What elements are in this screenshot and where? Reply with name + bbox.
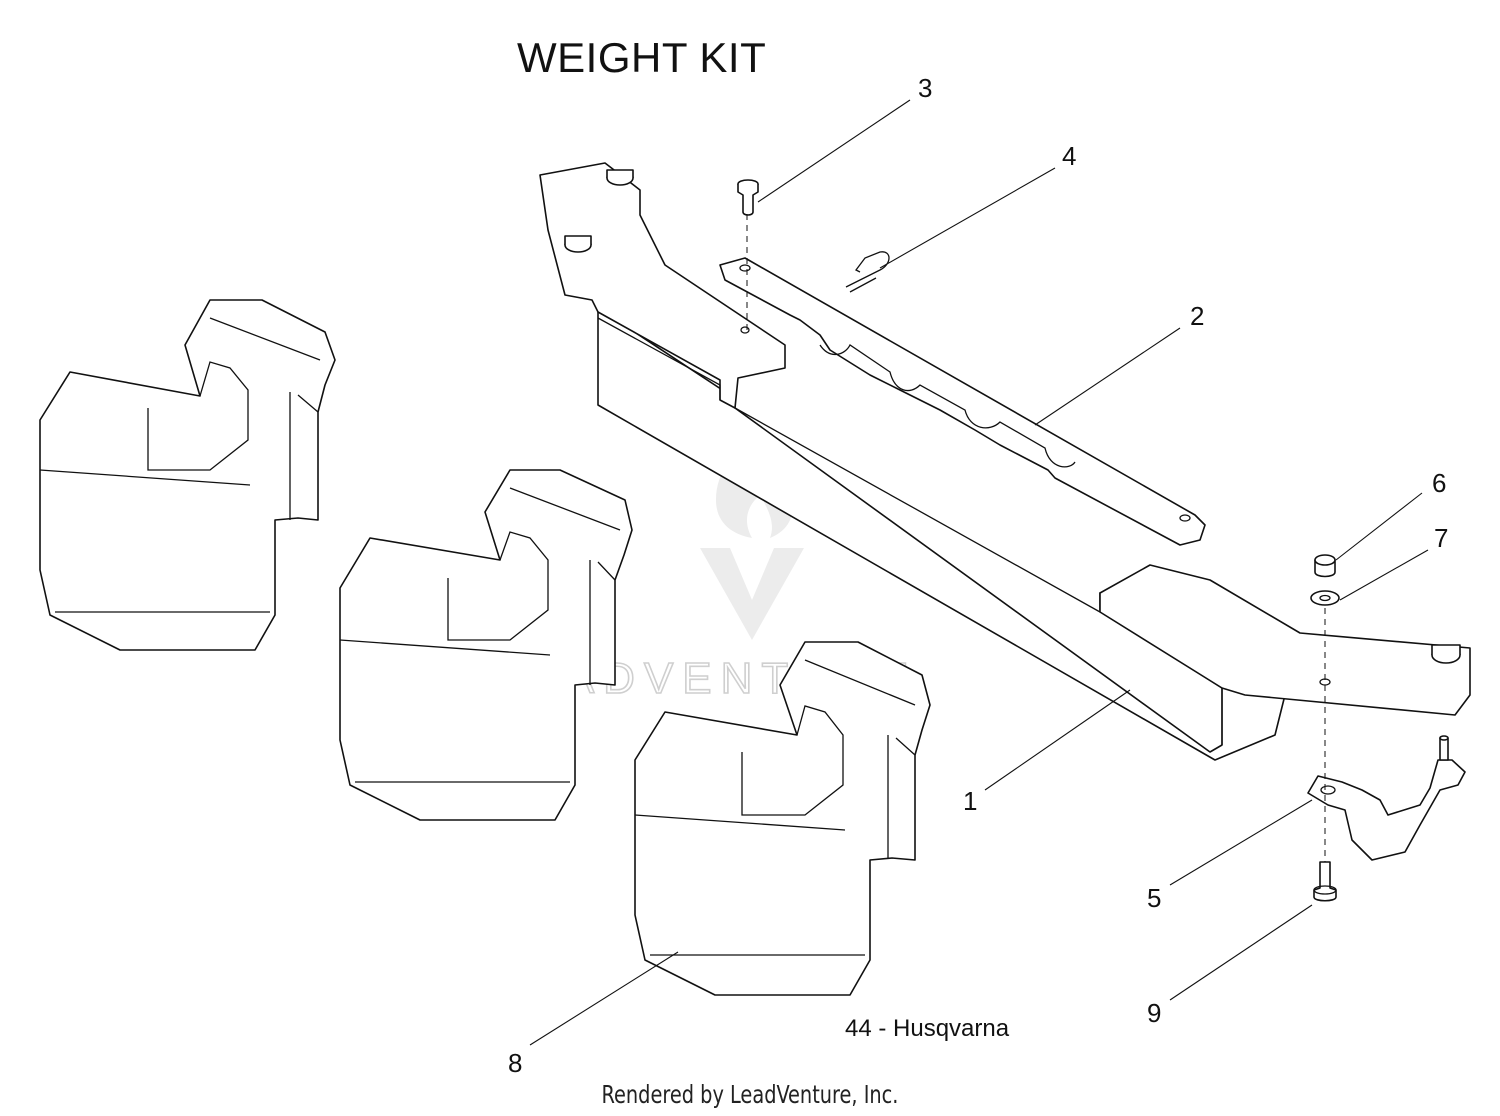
callout-4: 4 (1062, 141, 1076, 171)
part-4-hairpin-clip (845, 251, 890, 293)
leader-line-7 (1339, 549, 1429, 601)
callout-7: 7 (1434, 523, 1448, 553)
callout-1: 1 (963, 786, 977, 816)
part-6-nut (1314, 554, 1336, 578)
part-2-slotted-bar (719, 257, 1206, 546)
leader-line-2 (1034, 327, 1181, 426)
part-5-hitch-bracket (1307, 735, 1466, 861)
callout-9: 9 (1147, 998, 1161, 1028)
leader-line-5 (1169, 799, 1313, 886)
diagram-title: WEIGHT KIT (517, 34, 767, 81)
callout-3: 3 (918, 73, 932, 103)
leader-line-8 (529, 951, 679, 1046)
leader-line-3 (757, 99, 911, 203)
part-8-suitcase-weight-b (339, 469, 633, 821)
footer-credit: Rendered by LeadVenture, Inc. (601, 1080, 899, 1109)
leader-line-6 (1335, 492, 1423, 561)
v-logo-icon (700, 548, 804, 640)
part-7-washer (1310, 590, 1340, 606)
part-1-weight-bracket (539, 162, 1471, 761)
part-8-suitcase-weight-a (39, 299, 336, 651)
leader-line-9 (1169, 904, 1313, 1001)
page-label: 44 - Husqvarna (845, 1015, 1010, 1042)
leader-line-1 (984, 689, 1131, 791)
callout-2: 2 (1190, 301, 1204, 331)
part-3-pin (737, 179, 759, 216)
part-8-suitcase-weight-c (634, 641, 931, 996)
leader-line-4 (879, 167, 1056, 269)
callout-6: 6 (1432, 468, 1446, 498)
callout-5: 5 (1147, 883, 1161, 913)
part-9-bolt (1313, 861, 1337, 902)
callout-8: 8 (508, 1048, 522, 1078)
